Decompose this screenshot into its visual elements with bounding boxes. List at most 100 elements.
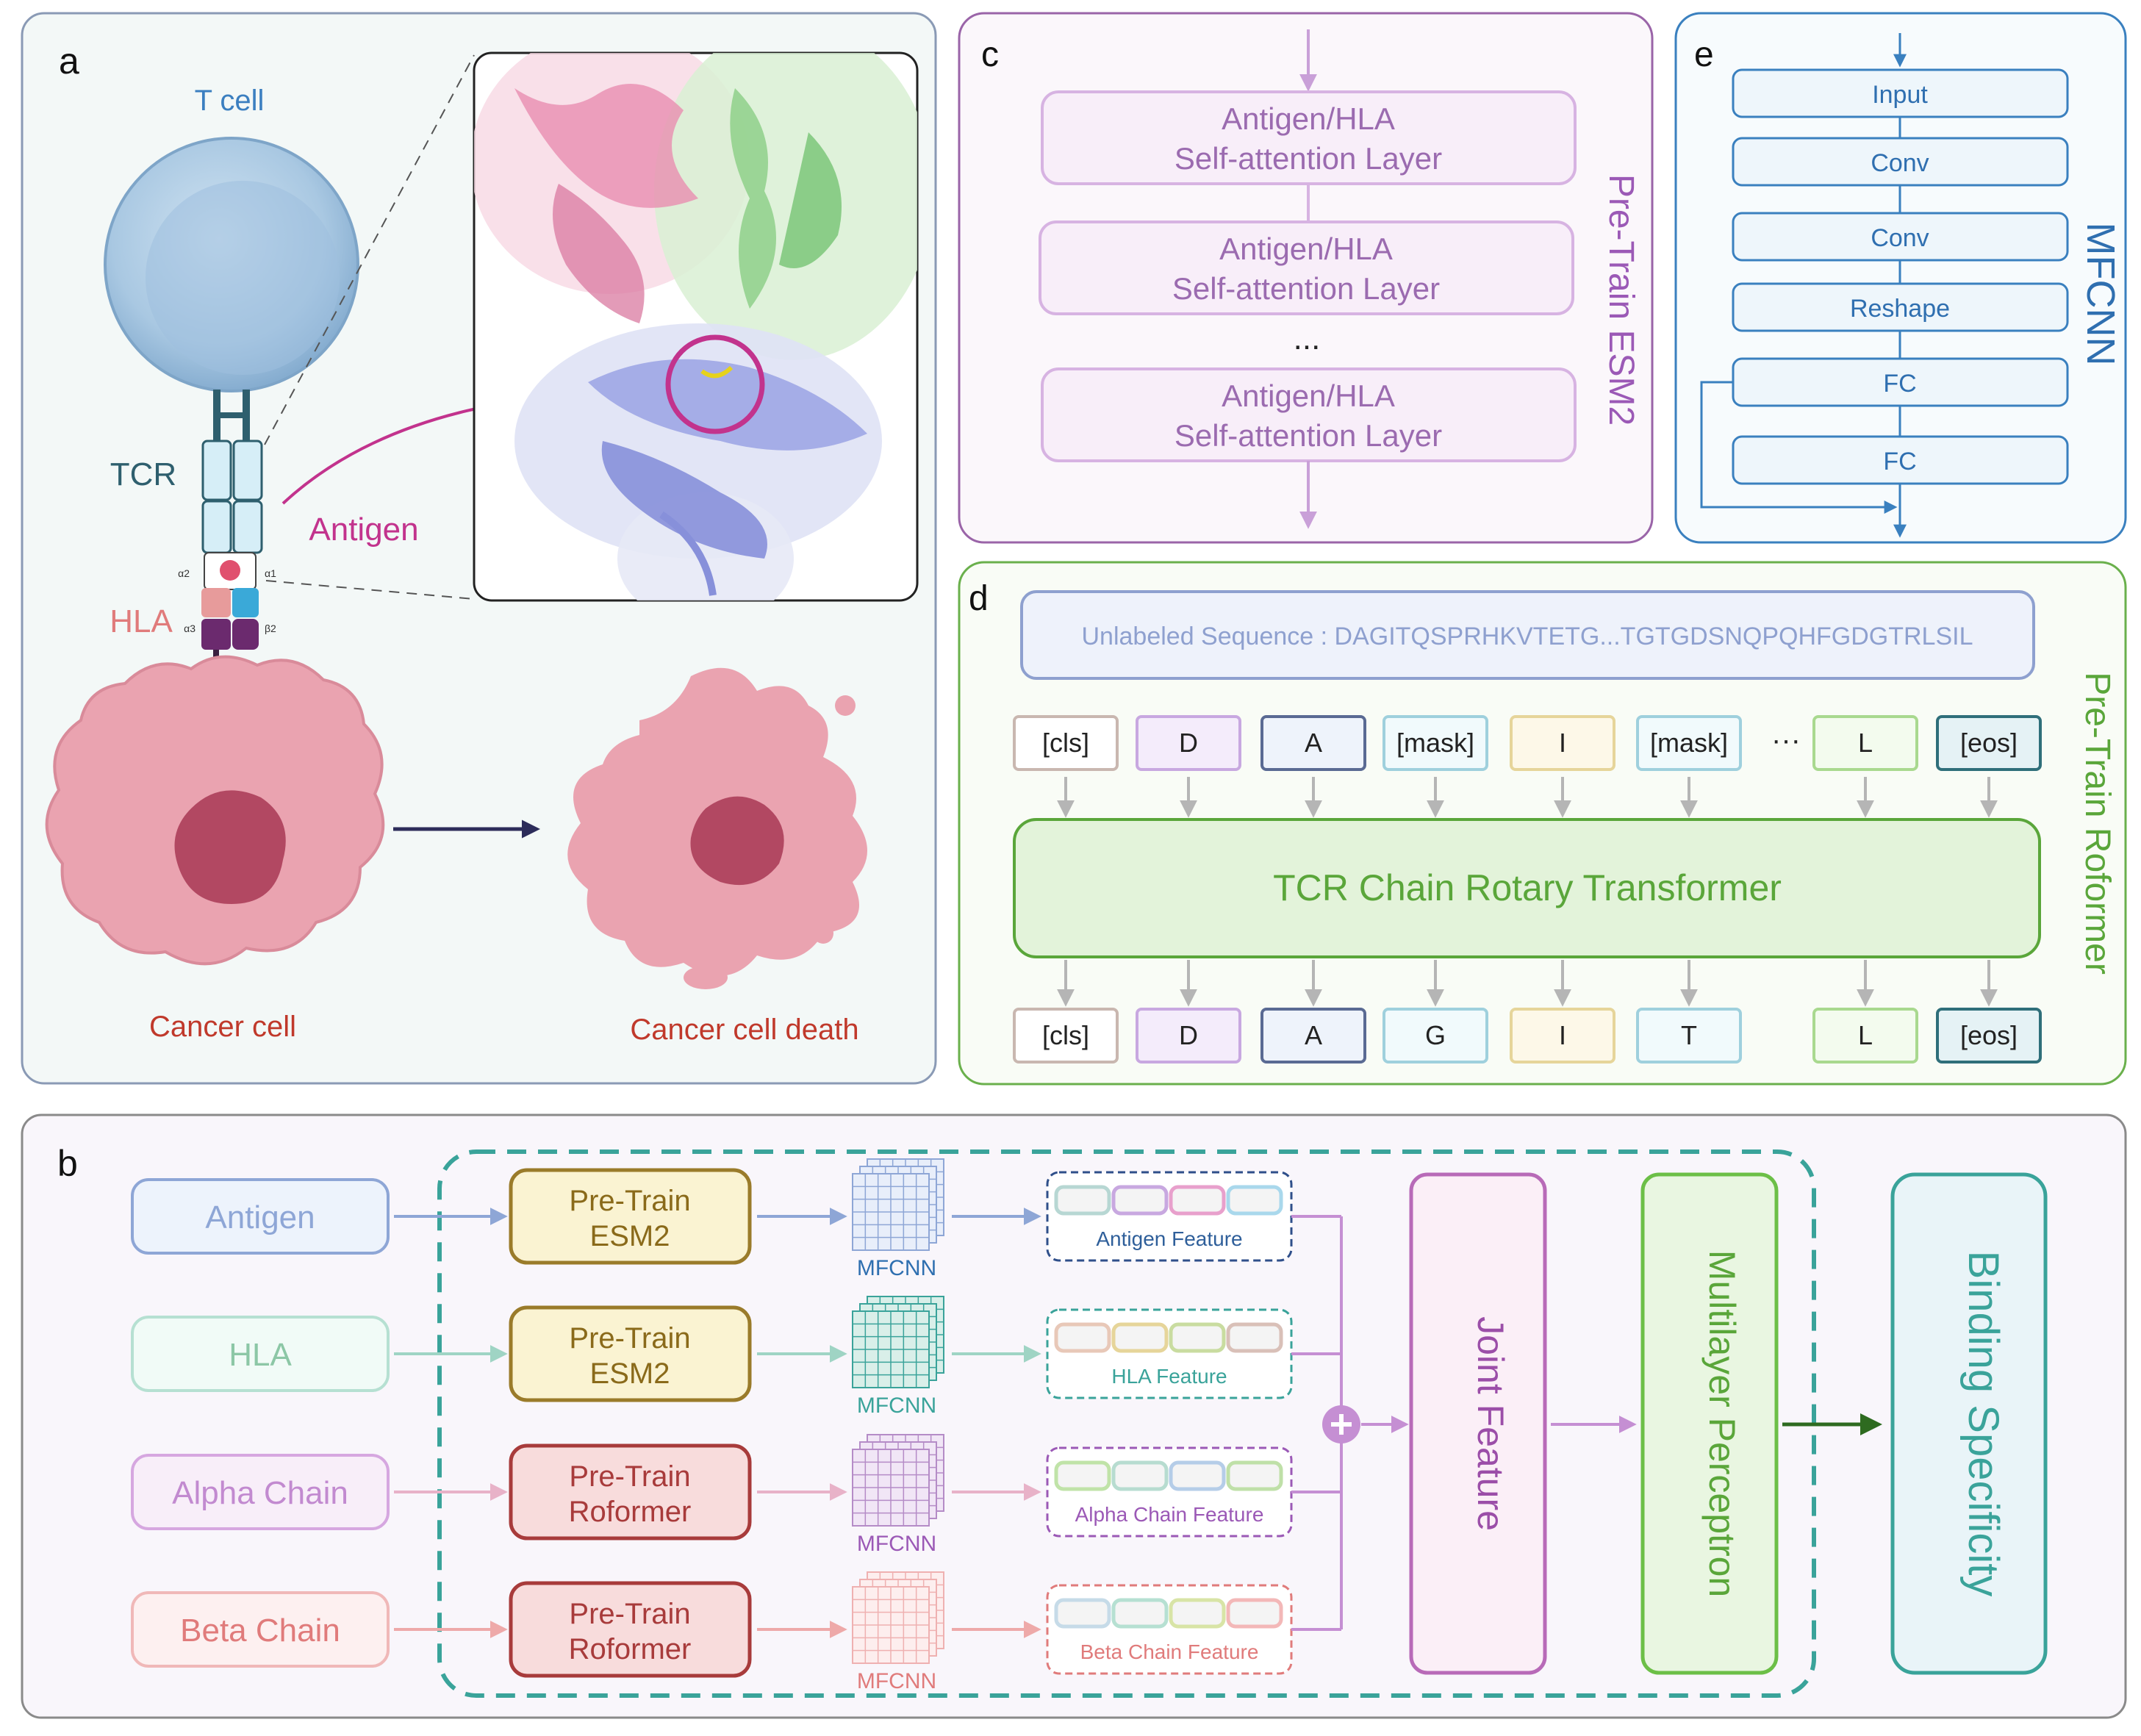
alpha1-label: α1: [265, 567, 276, 579]
pretrain-model-line1: Pre-Train: [569, 1185, 690, 1217]
input-token-label: [cls]: [1042, 728, 1089, 758]
feature-segment: [1054, 1598, 1111, 1629]
mfcnn-label: MFCNN: [857, 1669, 936, 1693]
input-token-1: D: [1136, 715, 1241, 771]
zoom-line-top: [264, 54, 475, 445]
output-token-1: D: [1136, 1008, 1241, 1064]
antigen-label: Antigen: [309, 512, 418, 548]
pretrain-model-line1: Pre-Train: [569, 1598, 690, 1630]
unlabeled-sequence: Unlabeled Sequence : DAGITQSPRHKVTETG...…: [1081, 623, 1973, 650]
feature-label: Beta Chain Feature: [1080, 1640, 1259, 1663]
pretrain-model-box: [509, 1581, 752, 1678]
mfcnn-layer-reshape-label: Reshape: [1850, 295, 1950, 323]
output-token-label: T: [1681, 1020, 1697, 1050]
input-box: [131, 1454, 390, 1530]
output-token-label: A: [1305, 1020, 1322, 1050]
input-box: [131, 1316, 390, 1392]
output-token-2: A: [1260, 1008, 1366, 1064]
input-token-label: [eos]: [1960, 728, 2018, 758]
multilayer-perceptron-box: [1640, 1172, 1779, 1675]
feature-segment: [1054, 1185, 1111, 1216]
esm-layer-2-line1: Antigen/HLA: [1219, 232, 1393, 266]
feature-segment: [1226, 1460, 1283, 1491]
pretrain-model-line1: Pre-Train: [569, 1460, 690, 1493]
token-ellipsis: ···: [1771, 724, 1801, 756]
feature-segment: [1226, 1322, 1283, 1353]
feature-label: Antigen Feature: [1096, 1227, 1242, 1250]
mfcnn-layer-conv-2-label: Conv: [1871, 224, 1929, 252]
tcr-chain-rotary-transformer: [1013, 818, 2041, 958]
transformer-label: TCR Chain Rotary Transformer: [1273, 867, 1782, 908]
feature-segment: [1226, 1185, 1283, 1216]
input-token-5: [mask]: [1636, 715, 1742, 771]
roformer-side-title: Pre-Train Roformer: [2078, 672, 2117, 975]
panel-e: e Input Conv Conv Reshape FC FC MFCNN: [1674, 12, 2127, 544]
input-token-2: A: [1260, 715, 1366, 771]
mfcnn-grid-icon: [852, 1158, 944, 1251]
mfcnn-side-title: MFCNN: [2079, 223, 2123, 366]
joint-feature-box: [1409, 1172, 1547, 1675]
input-token-4: I: [1510, 715, 1615, 771]
mfcnn-layer-fc-2-label: FC: [1883, 448, 1916, 476]
feature-segment: [1111, 1598, 1169, 1629]
panel-e-label: e: [1694, 35, 1714, 74]
hla-label: HLA: [110, 603, 173, 639]
hla-molecule-icon: [201, 552, 259, 680]
feature-segment: [1111, 1460, 1169, 1491]
cancer-cell-label: Cancer cell: [149, 1011, 296, 1043]
model-pipeline-dashed-frame: [437, 1149, 1816, 1698]
input-token-7: [eos]: [1936, 715, 2042, 771]
input-token-0: [cls]: [1013, 715, 1119, 771]
panel-d: d Unlabeled Sequence : DAGITQSPRHKVTETG.…: [958, 561, 2127, 1086]
output-token-label: L: [1858, 1020, 1873, 1050]
input-label: HLA: [229, 1337, 292, 1373]
esm-layer-3-line2: Self-attention Layer: [1174, 418, 1442, 453]
input-token-label: D: [1179, 728, 1198, 758]
protein-structure-inset: [473, 51, 919, 602]
output-token-label: [eos]: [1960, 1020, 2018, 1050]
pretrain-model-line2: Roformer: [569, 1633, 692, 1665]
pretrain-model-line2: ESM2: [590, 1357, 670, 1390]
alpha2-label: α2: [178, 567, 190, 579]
mfcnn-label: MFCNN: [857, 1394, 936, 1418]
input-token-3: [mask]: [1382, 715, 1488, 771]
input-box: [131, 1591, 390, 1668]
t-cell-nucleus-icon: [146, 181, 340, 375]
input-label: Beta Chain: [180, 1613, 340, 1649]
input-box: [131, 1178, 390, 1255]
panel-b-frame: [21, 1113, 2127, 1719]
feature-segment: [1169, 1185, 1226, 1216]
panel-a-label: a: [59, 40, 79, 82]
esm-layer-1-line1: Antigen/HLA: [1222, 101, 1395, 136]
feature-segment: [1111, 1322, 1169, 1353]
mfcnn-grid-icon: [852, 1296, 944, 1388]
output-token-label: I: [1559, 1020, 1566, 1050]
panel-b-label: b: [57, 1143, 78, 1184]
alpha3-label: α3: [184, 623, 196, 634]
beta2-label: β2: [265, 623, 276, 634]
tcr-label: TCR: [110, 456, 176, 492]
input-token-6: L: [1812, 715, 1918, 771]
feature-label: Alpha Chain Feature: [1075, 1503, 1264, 1526]
feature-segment: [1111, 1185, 1169, 1216]
input-token-label: L: [1858, 728, 1873, 758]
cancer-cell-death-label: Cancer cell death: [630, 1014, 858, 1046]
cancer-cell-death-icon: [567, 667, 867, 989]
output-token-6: L: [1812, 1008, 1918, 1064]
input-token-label: [mask]: [1650, 728, 1728, 758]
pretrain-model-line2: ESM2: [590, 1220, 670, 1252]
cancer-cell-icon: [45, 655, 385, 966]
esm-ellipsis: ...: [1294, 320, 1321, 356]
mfcnn-layer-conv-1-label: Conv: [1871, 149, 1929, 177]
input-label: Alpha Chain: [172, 1475, 348, 1511]
output-token-label: G: [1425, 1020, 1446, 1050]
multilayer-perceptron-label: Multilayer Perceptron: [1701, 1250, 1743, 1597]
mfcnn-grid-icon: [852, 1434, 944, 1527]
binding-site-circle: [665, 334, 765, 434]
